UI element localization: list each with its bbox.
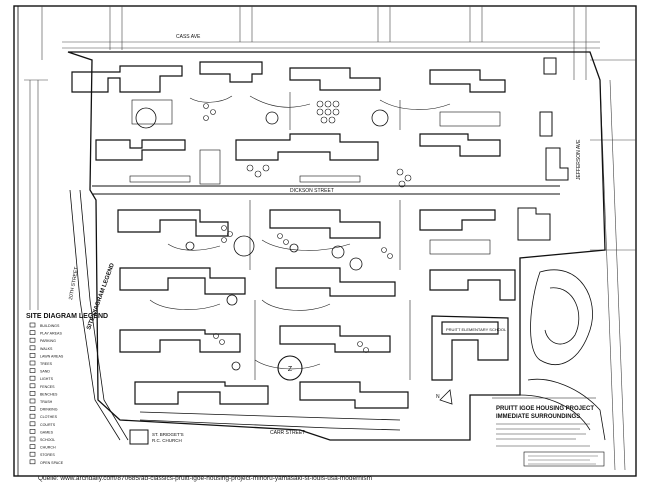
legend-symbol (29, 398, 36, 404)
site-boundary (67, 51, 606, 441)
legend-item-label: CHURCH (40, 446, 56, 450)
building-slab (119, 329, 241, 353)
legend-item-label: SAND (40, 370, 50, 374)
bottom-street (139, 411, 401, 431)
legend-symbol (29, 429, 36, 434)
legend-symbol (29, 345, 36, 351)
legend-item-label: PLAY AREAS (40, 332, 62, 336)
street-label-right: JEFFERSON AVE (576, 139, 582, 180)
church-sublabel: R.C. CHURCH (152, 438, 182, 443)
legend-item-label: SCHOOL (40, 438, 55, 442)
parking-areas (129, 99, 501, 255)
building-slab (95, 139, 186, 161)
legend-item-label: DRINKING (40, 408, 58, 412)
tree-clusters (203, 100, 412, 353)
north-arrow: N (436, 389, 453, 405)
legend-item-label: PARKING (40, 339, 56, 343)
legend-item-label: BENCHES (40, 392, 58, 396)
school-label: PRUITT ELEMENTARY SCHOOL (446, 327, 507, 332)
legend-symbol (29, 322, 36, 328)
building-slab (269, 209, 381, 239)
source-caption: Quelle: www.archdaily.com/870685/ad-clas… (38, 475, 373, 482)
church-building (129, 429, 149, 445)
building-slab (419, 209, 496, 231)
legend-item-label: GAMES (40, 430, 54, 434)
street-grid (24, 6, 636, 471)
street-label-left: 20TH STREET (68, 266, 80, 300)
legend-symbol (29, 451, 36, 457)
legend-symbol (29, 413, 36, 419)
legend-item-label: TREES (40, 362, 53, 366)
legend-symbol (29, 337, 36, 343)
title-block: PRUITT IGOE HOUSING PROJECT IMMEDIATE SU… (492, 397, 605, 467)
legend-item-label: FENCES (40, 385, 55, 389)
building-slab (117, 209, 229, 237)
street-label-bottom: CARR STREET (270, 430, 305, 436)
building-slab (71, 65, 183, 93)
street-label-middle: DICKSON STREET (290, 188, 334, 194)
legend-symbol (29, 406, 36, 411)
park-paths (519, 269, 606, 441)
legend-symbol (29, 353, 36, 358)
legend-item-label: LAWN AREAS (40, 354, 64, 358)
title-line-1: PRUITT IGOE HOUSING PROJECT (496, 406, 594, 412)
circle-label: Z (288, 366, 293, 373)
sheet-border (13, 5, 637, 477)
building-slab (275, 267, 396, 297)
middle-street (92, 185, 560, 195)
legend-symbol (29, 360, 36, 366)
left-avenue (69, 189, 129, 441)
apartment-buildings (71, 61, 516, 409)
legend-side-label: SITE DIAGRAM LEGEND (86, 262, 116, 331)
legend-title: SITE DIAGRAM LEGEND (26, 313, 108, 320)
building-slab (235, 133, 379, 161)
legend-symbol (29, 383, 36, 389)
legend-item-label: LIGHTS (40, 377, 54, 381)
title-line-2: IMMEDIATE SURROUNDINGS (496, 414, 580, 420)
legend-symbol (29, 375, 36, 381)
north-arrow-label: N (436, 394, 440, 400)
building-slab (199, 61, 263, 83)
legend-symbol (29, 330, 36, 335)
legend-item-label: COURTS (40, 423, 56, 427)
building-slab (419, 133, 501, 157)
legend-item-label: CLOTHES (40, 415, 58, 419)
building-slab (134, 381, 269, 405)
legend-symbol (29, 436, 36, 442)
play-areas (135, 107, 389, 371)
legend-item-label: WALKS (40, 347, 53, 351)
offsite-buildings (517, 57, 569, 241)
street-label-top: CASS AVE (176, 34, 201, 40)
building-slab (289, 67, 381, 91)
legend-item-label: OPEN SPACE (40, 461, 64, 465)
legend-symbol (29, 444, 36, 449)
church-label: ST. BRIDGET'S (152, 432, 184, 437)
school-complex (431, 315, 509, 381)
building-slab (299, 381, 409, 409)
building-slab (429, 69, 506, 93)
legend-symbol (29, 391, 36, 396)
legend-item-label: TRASH (40, 400, 53, 404)
legend-symbol (29, 459, 36, 465)
legend-symbol (29, 421, 36, 427)
building-slab (119, 267, 246, 295)
walks (149, 92, 451, 380)
legend-symbol (29, 368, 36, 373)
building-slab (279, 325, 391, 353)
legend-item-label: STORES (40, 453, 55, 457)
building-slab (429, 269, 516, 301)
legend-item-label: BUILDINGS (40, 324, 60, 328)
legend-rows: BUILDINGS PLAY AREAS PARKING WALKS LAWN AREA… (29, 322, 64, 465)
circular-play-court (277, 355, 303, 381)
